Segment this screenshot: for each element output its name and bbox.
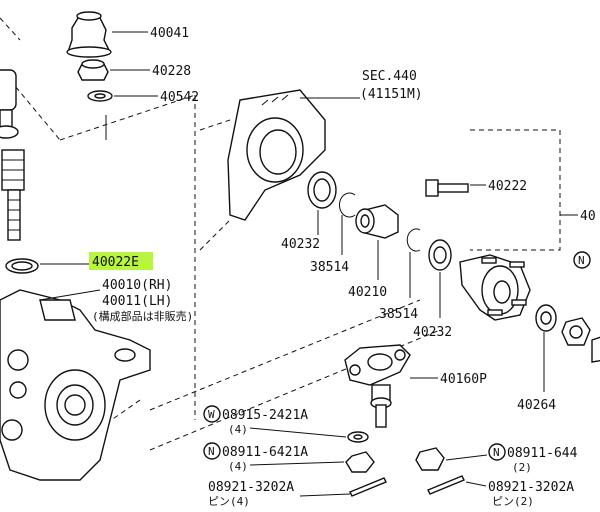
part-number-label: 40232 xyxy=(413,325,452,340)
part-number-label: 40160P xyxy=(440,372,487,387)
part-number-label: 08911-644 xyxy=(507,446,578,461)
part-number-label: 40542 xyxy=(160,90,199,105)
n-marker-text: N xyxy=(493,446,500,459)
n-marker-text: N xyxy=(208,445,215,458)
quantity-label: ピン(2) xyxy=(492,495,534,508)
section-reference-sub-label: (41151M) xyxy=(360,87,423,102)
part-number-label: 40232 xyxy=(281,237,320,252)
steering-knuckle-part xyxy=(0,289,151,481)
part-number-label: 40041 xyxy=(150,26,189,41)
guide-line xyxy=(199,119,231,131)
part-number-label: 40264 xyxy=(517,398,556,413)
n-marker xyxy=(573,251,591,269)
section-reference-label: SEC.440 xyxy=(362,69,417,84)
part-number-label: 08921-3202A xyxy=(208,480,294,495)
highlight-box xyxy=(89,252,153,270)
part-number-label: 40222 xyxy=(488,179,527,194)
guide-line xyxy=(0,17,21,41)
part-number-label: 08915-2421A xyxy=(222,408,308,423)
note-label: (構成部品は非販売) xyxy=(92,309,193,323)
wheel-bearing-part xyxy=(355,204,399,239)
quantity-label: ピン(4) xyxy=(208,495,250,508)
n-marker xyxy=(203,442,221,460)
guide-line xyxy=(470,129,561,251)
part-number-label: 40210 xyxy=(348,285,387,300)
castle-nut-part xyxy=(345,451,375,473)
part-number-label: 38514 xyxy=(379,307,418,322)
n-marker-text: N xyxy=(578,254,585,267)
dust-boot-part xyxy=(66,11,112,58)
part-number-label: 40010(RH) xyxy=(102,278,172,293)
quantity-label: (4) xyxy=(228,460,248,473)
quantity-label: (4) xyxy=(228,423,248,436)
cotter-pin-part xyxy=(427,475,465,495)
part-number-label: 38514 xyxy=(310,260,349,275)
snap-ring-part xyxy=(338,192,356,218)
guide-line xyxy=(9,79,61,141)
guide-line xyxy=(199,219,231,251)
cotter-pin-part xyxy=(349,477,387,497)
part-number-label: 08911-6421A xyxy=(222,445,308,460)
castle-nut-part xyxy=(77,59,109,81)
hub-bolt-part xyxy=(425,179,469,197)
n-marker xyxy=(488,443,506,461)
part-number-label: 40011(LH) xyxy=(102,294,172,309)
tie-rod-end-part xyxy=(0,69,25,241)
quantity-label: (2) xyxy=(512,461,532,474)
w-marker-text: W xyxy=(208,408,215,421)
guide-line xyxy=(149,299,421,411)
part-number-label: 40228 xyxy=(152,64,191,79)
backing-plate-part xyxy=(227,89,326,221)
ball-joint-part xyxy=(344,344,411,428)
highlighted-part-number[interactable]: 40022E xyxy=(92,255,139,270)
part-number-label: 40 xyxy=(580,209,596,224)
snap-ring-part xyxy=(406,228,421,252)
guide-line xyxy=(59,94,196,141)
part-number-label: 08921-3202A xyxy=(488,480,574,495)
w-marker xyxy=(203,405,221,423)
wheel-hub-part xyxy=(459,254,531,321)
castle-nut-part xyxy=(415,447,445,471)
